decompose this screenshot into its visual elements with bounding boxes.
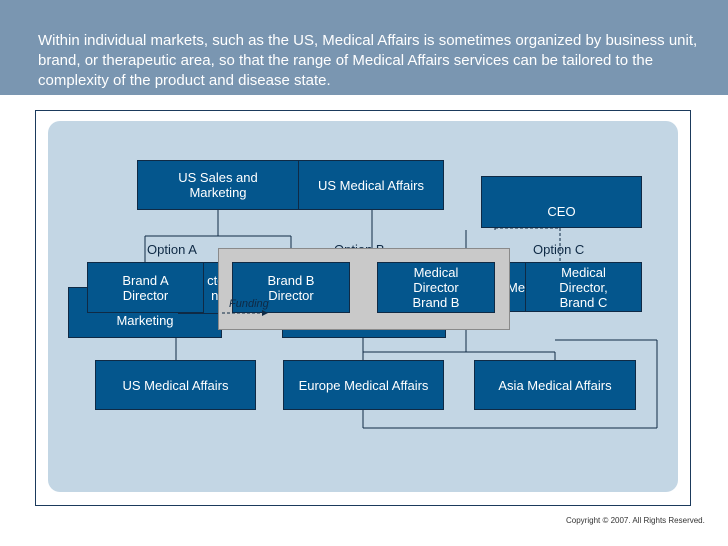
copyright-notice: Copyright © 2007. All Rights Reserved. [566,516,705,525]
ceo-label: CEO [547,203,576,219]
funding-label: Funding [229,298,269,310]
ceo-box: CEO [481,176,642,228]
medical-director-brand-b-box: Medical Director Brand B [377,262,495,313]
brand-b-director-box: Brand B Director [232,262,350,313]
medical-director-partial-label: Me [507,279,526,295]
us-sales-marketing-label: US Sales and Marketing [178,170,258,200]
us-sales-marketing-box: US Sales and Marketing [137,160,299,210]
medical-director-brand-b-label: Medical Director Brand B [412,265,460,310]
funding-arrow-head [262,310,268,316]
us-medical-affairs-label: US Medical Affairs [122,377,229,393]
europe-medical-affairs-box: Europe Medical Affairs [283,360,444,410]
header-text: Within individual markets, such as the U… [38,32,698,89]
option-a-label: Option A [147,242,197,257]
us-medical-affairs-top-label: US Medical Affairs [318,177,424,193]
us-medical-affairs-top-box: US Medical Affairs [298,160,444,210]
header-band: Within individual markets, such as the U… [0,0,728,95]
asia-medical-affairs-label: Asia Medical Affairs [498,377,612,393]
medical-director-brand-c-label: Medical Director, Brand C [559,264,608,310]
option-c-label: Option C [533,242,585,257]
brand-a-director-label: Brand A Director [122,272,169,303]
brand-a-director-box: Brand A Director [87,262,204,313]
marketing-label: Marketing [116,313,174,328]
medical-director-brand-c-box: Medical Director, Brand C [525,262,642,312]
brand-b-director-label: Brand B Director [267,272,315,303]
us-medical-affairs-box: US Medical Affairs [95,360,256,410]
europe-medical-affairs-label: Europe Medical Affairs [298,377,429,393]
asia-medical-affairs-box: Asia Medical Affairs [474,360,636,410]
